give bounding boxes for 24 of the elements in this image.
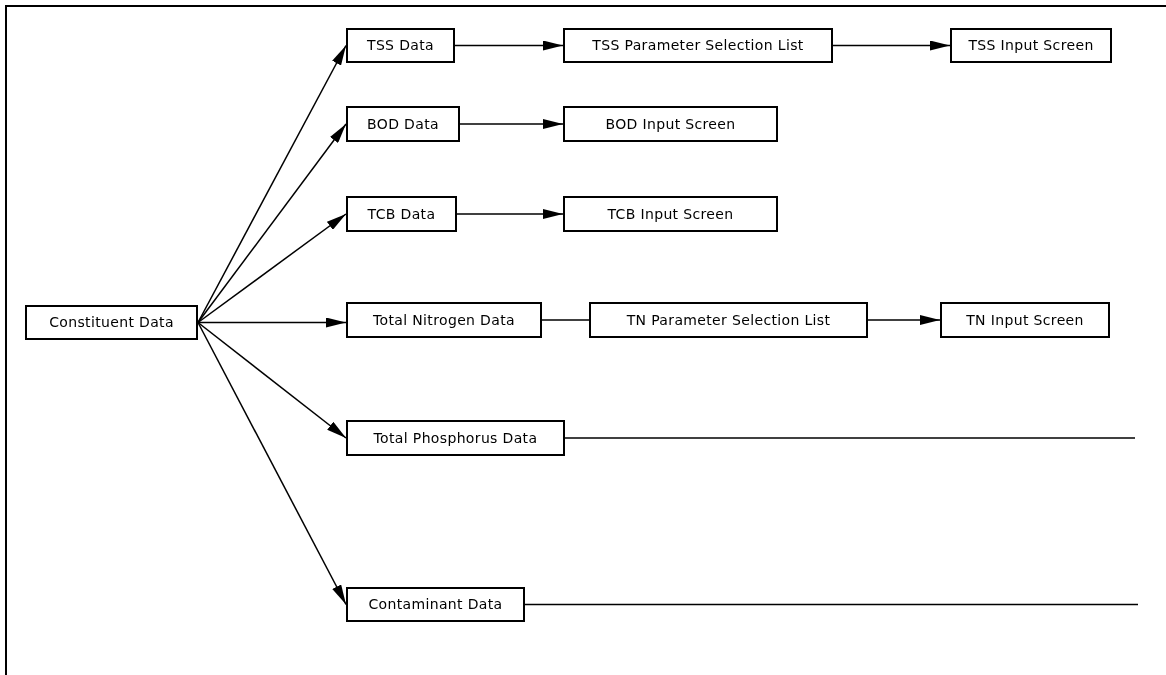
process-box: TN Input Screen [940,302,1110,338]
process-box: Contaminant Data [346,587,525,622]
arrow [456,209,564,219]
connector-line [524,603,1139,606]
process-box: TN Parameter Selection List [589,302,868,338]
process-box: TCB Input Screen [563,196,778,232]
process-box: Total Phosphorus Data [346,420,565,456]
arrow [197,213,347,324]
arrow [867,315,941,325]
connector-line [564,437,1136,439]
process-box: Constituent Data [25,305,198,340]
process-box: TCB Data [346,196,457,232]
arrow [197,317,347,328]
arrow [197,321,347,439]
arrow [832,40,951,51]
process-box: BOD Input Screen [563,106,778,142]
arrow [454,40,564,51]
connector-line [541,319,590,321]
process-box: TSS Parameter Selection List [563,28,833,63]
process-box: BOD Data [346,106,460,142]
process-box: Total Nitrogen Data [346,302,542,338]
process-box: TSS Data [346,28,455,63]
arrow [459,119,564,129]
process-box: TSS Input Screen [950,28,1112,63]
